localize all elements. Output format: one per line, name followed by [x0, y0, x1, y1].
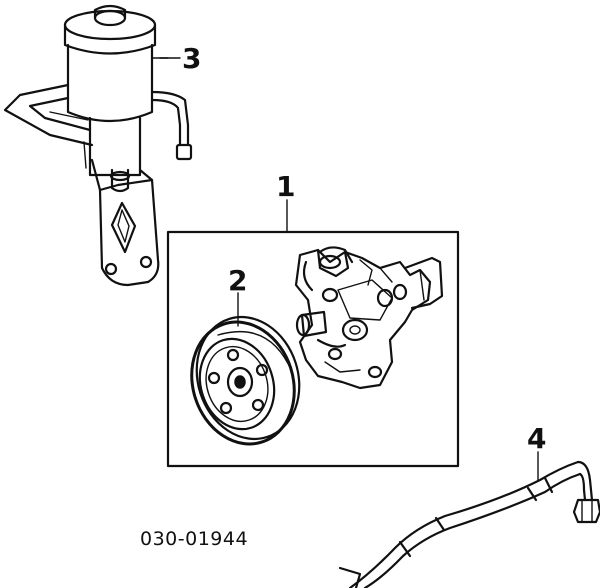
- pump-body: [294, 246, 444, 390]
- callout-4: 4: [527, 422, 546, 455]
- diagram-code: 030-01944: [140, 528, 248, 550]
- pulley: [190, 315, 301, 446]
- pump-group-frame: [166, 230, 460, 468]
- pressure-hose: [338, 460, 600, 588]
- callout-2: 2: [228, 264, 247, 297]
- callout-1: 1: [276, 170, 295, 203]
- reservoir-assembly: [3, 4, 193, 287]
- callout-3: 3: [182, 42, 201, 75]
